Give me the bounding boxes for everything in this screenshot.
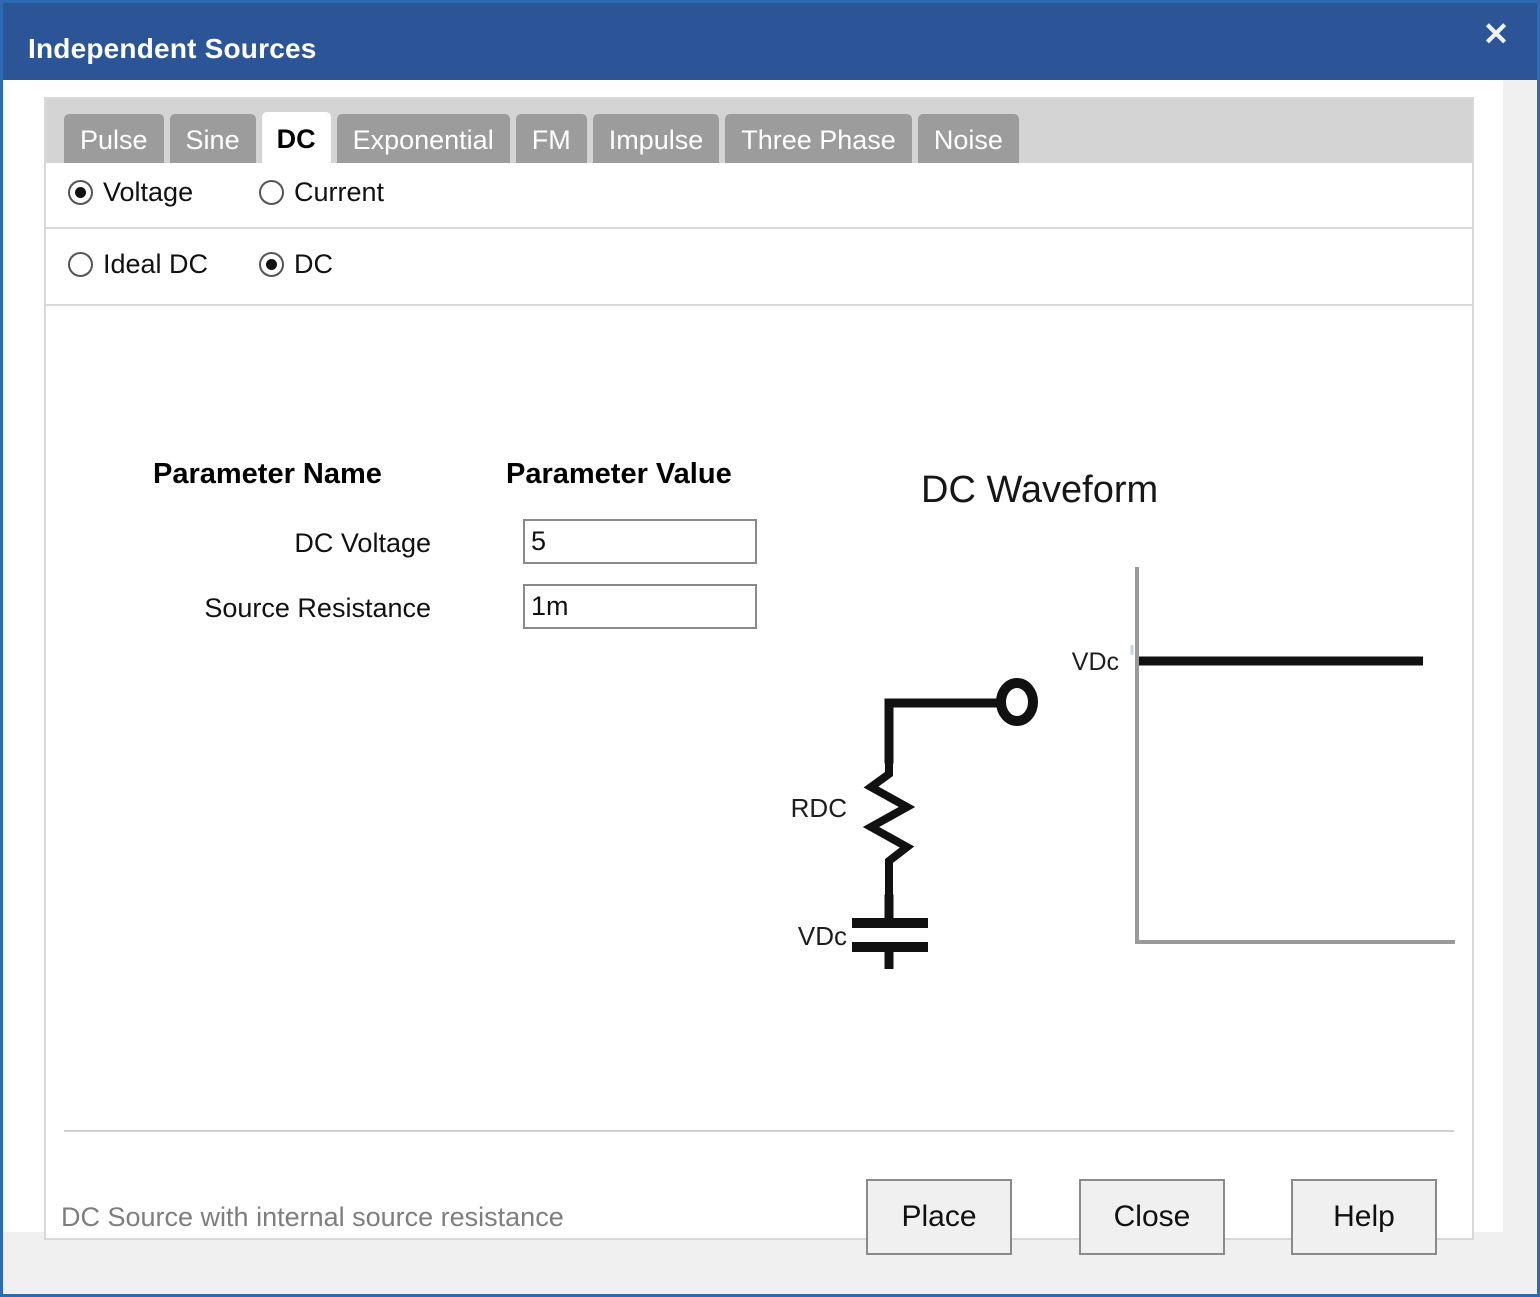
radio-voltage-mark — [68, 180, 93, 205]
parameter-name-header: Parameter Name — [153, 458, 382, 490]
radio-voltage-label: Voltage — [103, 177, 194, 207]
resistor-symbol — [862, 755, 916, 903]
status-text: DC Source with internal source resistanc… — [61, 1202, 564, 1232]
tab-noise[interactable]: Noise — [917, 114, 1019, 167]
place-button[interactable]: Place — [866, 1179, 1012, 1255]
content-panel: Pulse Sine DC Exponential FM Impulse Thr… — [44, 97, 1474, 1255]
radio-dc[interactable]: DC — [259, 249, 333, 280]
radio-current-label: Current — [294, 177, 385, 207]
tab-strip: Pulse Sine DC Exponential FM Impulse Thr… — [46, 99, 1472, 168]
waveform-plot — [1130, 567, 1455, 944]
param-input-source-resistance[interactable] — [523, 584, 757, 629]
circuit-and-waveform-svg: RDC VDc VDc — [791, 567, 1455, 969]
radio-current[interactable]: Current — [259, 177, 384, 208]
param-input-dc-voltage[interactable] — [523, 519, 757, 564]
footer-divider — [64, 1130, 1454, 1132]
tab-list: Pulse Sine DC Exponential FM Impulse Thr… — [64, 111, 1019, 168]
parameter-value-header: Parameter Value — [506, 458, 732, 490]
graphic-title: DC Waveform — [921, 469, 1159, 511]
body-gutter-right — [1503, 80, 1537, 1233]
terminal-positive — [996, 678, 1038, 726]
resistor-label: RDC — [791, 793, 847, 823]
title-bar: Independent Sources ✕ — [3, 3, 1537, 80]
circuit-schematic — [852, 698, 1006, 969]
radio-ideal-dc[interactable]: Ideal DC — [68, 249, 208, 280]
waveform-y-axis-label: VDc — [1072, 648, 1119, 676]
radio-dc-label: DC — [294, 249, 333, 279]
close-icon[interactable]: ✕ — [1482, 16, 1510, 52]
tab-sine[interactable]: Sine — [169, 114, 256, 167]
tab-dc[interactable]: DC — [261, 112, 331, 168]
radio-ideal-dc-mark — [68, 252, 93, 277]
source-type-row: Voltage Current — [46, 163, 1472, 229]
source-label: VDc — [798, 921, 847, 951]
tab-impulse[interactable]: Impulse — [592, 114, 720, 167]
param-label-dc-voltage: DC Voltage — [294, 528, 431, 558]
radio-dc-mark — [259, 252, 284, 277]
help-button[interactable]: Help — [1291, 1179, 1437, 1255]
close-button[interactable]: Close — [1079, 1179, 1225, 1255]
dialog-body: Pulse Sine DC Exponential FM Impulse Thr… — [3, 80, 1537, 1264]
dc-source-graphic: DC Waveform — [761, 469, 1461, 969]
tab-fm[interactable]: FM — [515, 114, 587, 167]
radio-voltage[interactable]: Voltage — [68, 177, 193, 208]
tab-three-phase[interactable]: Three Phase — [725, 114, 912, 167]
radio-ideal-dc-label: Ideal DC — [103, 249, 209, 279]
param-label-source-resistance: Source Resistance — [204, 593, 431, 623]
tab-pulse[interactable]: Pulse — [64, 114, 164, 167]
dialog-title: Independent Sources — [28, 33, 317, 64]
tab-exponential[interactable]: Exponential — [336, 114, 510, 167]
dc-type-row: Ideal DC DC — [46, 229, 1472, 306]
radio-current-mark — [259, 180, 284, 205]
